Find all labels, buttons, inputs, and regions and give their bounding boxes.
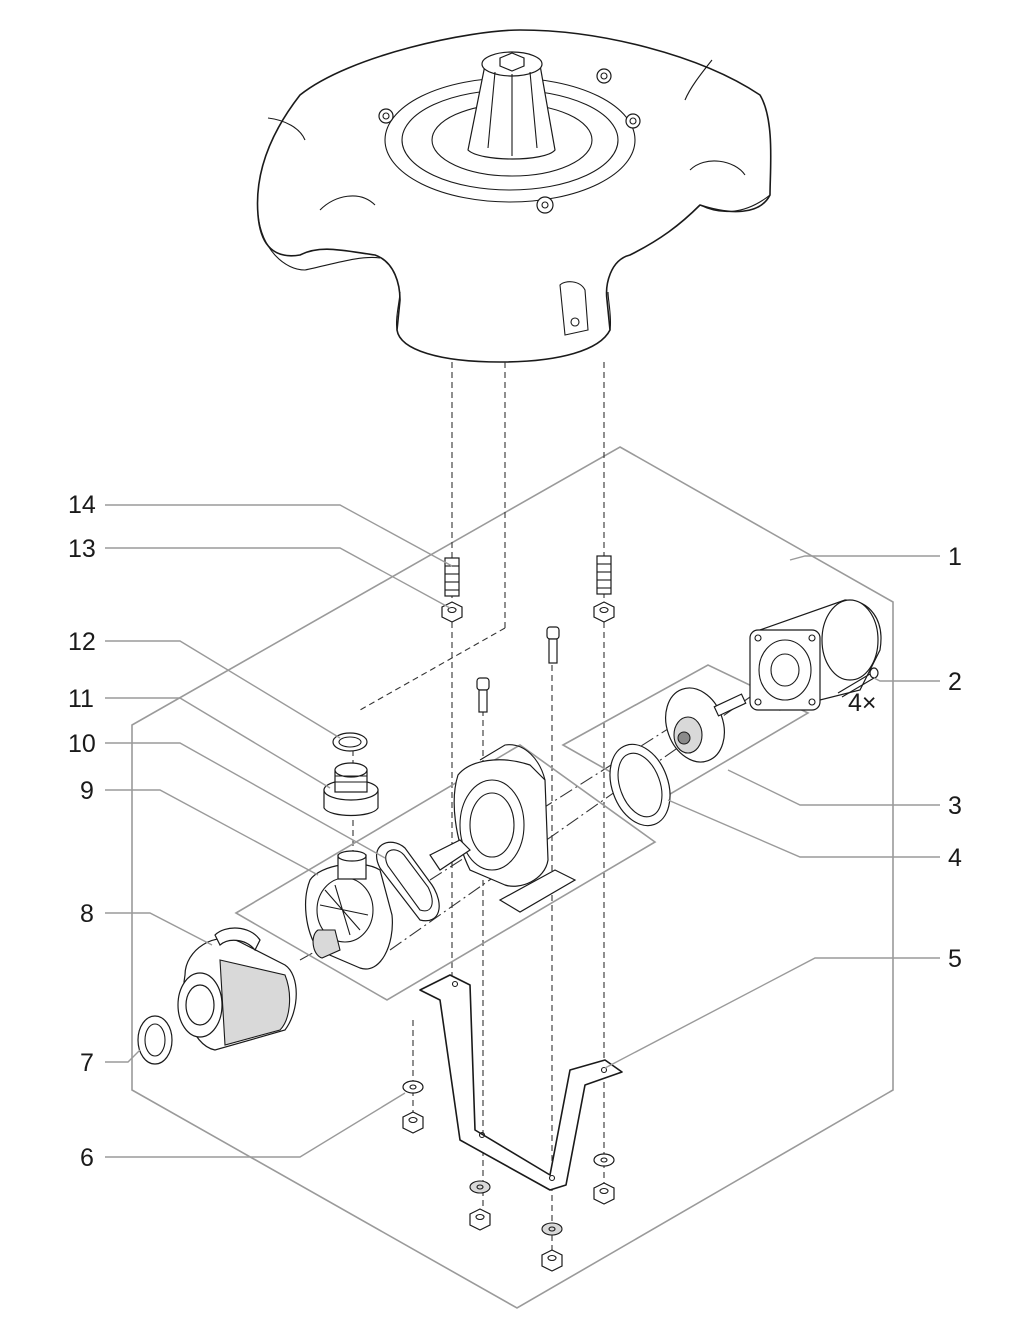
float-cover [256, 29, 772, 363]
leader-14 [105, 504, 453, 567]
callout-1: 1 [948, 543, 962, 571]
callout-9: 9 [80, 777, 94, 805]
callout-3: 3 [948, 792, 962, 820]
threaded-stud-right [596, 555, 612, 595]
washer-left [402, 1080, 424, 1094]
callout-11: 11 [68, 685, 94, 713]
leader-1 [789, 555, 940, 561]
callout-4: 4 [948, 844, 962, 872]
washer-right [593, 1153, 615, 1167]
callout-2: 2 [948, 668, 962, 696]
leader-9 [105, 789, 319, 876]
pre-filter [177, 927, 297, 1051]
leader-3 [727, 769, 940, 806]
leader-12 [105, 640, 341, 739]
leader-4 [667, 799, 940, 858]
motor-housing [429, 744, 577, 913]
quantity-note: 4× [848, 689, 877, 717]
assembly-box-outline [131, 446, 894, 1309]
filter-nut-ring [137, 1015, 173, 1065]
mounting-bracket [419, 974, 623, 1191]
lock-washer-center-left [469, 1180, 491, 1194]
callout-10: 10 [68, 730, 96, 758]
nut-right-upper [593, 601, 615, 623]
leader-8 [105, 912, 213, 946]
leader-5 [604, 957, 940, 1069]
callout-6: 6 [80, 1144, 94, 1172]
threaded-stud-left [444, 557, 460, 597]
nut-center-right [541, 1249, 563, 1272]
lock-washer-center-right [541, 1222, 563, 1236]
cap-screw-left [476, 677, 490, 713]
motor-gasket [609, 743, 671, 827]
o-ring [332, 732, 368, 752]
callout-14: 14 [68, 491, 96, 519]
pump-housing [305, 850, 393, 970]
callout-8: 8 [80, 900, 94, 928]
motor-unit [749, 599, 882, 711]
nut-right-lower [593, 1182, 615, 1205]
nut-center-left [469, 1208, 491, 1231]
leader-2 [873, 677, 940, 682]
callout-5: 5 [948, 945, 962, 973]
callout-13: 13 [68, 535, 96, 563]
leader-6 [105, 1092, 406, 1158]
pump-subassembly-outline [234, 744, 657, 1001]
pump-gasket [375, 841, 440, 922]
leader-11 [105, 697, 331, 789]
leader-7 [105, 1049, 141, 1063]
leader-13 [105, 547, 451, 609]
rotor-impeller [665, 687, 747, 763]
hose-adapter [323, 762, 379, 817]
screw [837, 667, 879, 698]
callout-7: 7 [80, 1049, 94, 1077]
leader-10 [105, 742, 386, 859]
nut-left-lower [402, 1111, 424, 1134]
cap-screw-center [546, 626, 560, 664]
callout-12: 12 [68, 628, 96, 656]
